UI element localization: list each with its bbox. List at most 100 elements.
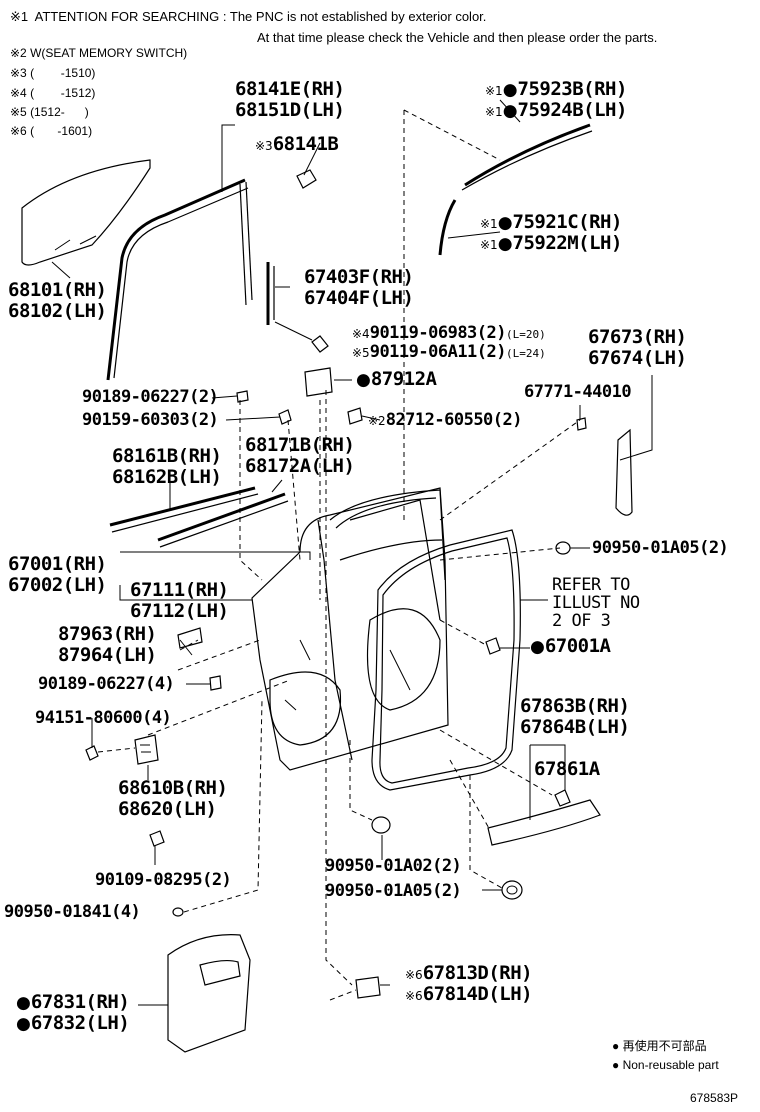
part-label-75921c: 75921C(RH) [512,211,623,233]
part-label-75924b-row: ※1●75924B(LH) [485,101,627,120]
pad-part [177,627,203,649]
note-mark: ※4 [352,327,370,341]
pad-part-2 [355,976,381,999]
part-label-90119a: 90119-06983(2) [369,323,507,343]
door-weatherstrip-part [371,529,521,791]
screw-part-2 [278,409,292,425]
refer-note-line-3: 2 OF 3 [552,611,611,631]
note-5: ※5 (1512- ) [10,105,89,119]
note-6: ※6 ( -1601) [10,124,93,138]
part-label-67832-row: ●67832(LH) [16,1012,130,1034]
part-label-68141b-row: ※368141B [255,133,339,155]
part-label-68162b: 68162B(LH) [112,466,222,488]
part-label-90119b-row: ※590119-06A11(2)(L=24) [352,344,546,361]
frame-seal-part [266,262,275,325]
part-label-68101: 68101(RH) [8,279,107,301]
switch-part [304,367,333,397]
window-glass-part [21,159,151,266]
upper-moulding-part [461,123,593,191]
plug-part-2 [371,816,391,834]
legend-en-text: Non-reusable part [622,1058,719,1072]
note-mark: ※1 [480,217,498,231]
part-label-67771: 67771-44010 [524,382,632,402]
part-label-90109: 90109-08295(2) [95,870,232,890]
note-mark: ※3 [255,139,273,153]
part-label-67864b: 67864B(LH) [520,716,630,738]
part-label-82712: 82712-60550(2) [385,410,523,430]
clip-part-5 [576,417,587,431]
legend-jp-row: ● 再使用不可部品 [612,1040,707,1052]
note-1-line-2: At that time please check the Vehicle an… [257,30,658,45]
part-label-68151d: 68151D(LH) [235,99,345,121]
part-label-75921c-row: ※1●75921C(RH) [480,213,622,232]
non-reusable-dot-icon: ● [16,1014,31,1034]
connector-part [347,407,363,425]
note-mark: ※5 [352,346,370,360]
non-reusable-dot-icon: ● [502,80,518,100]
note-mark: ※1 [485,105,503,119]
part-label-87912a-row: ●87912A [356,370,437,390]
part-label-68141b: 68141B [272,133,339,155]
part-label-90119a-row: ※490119-06983(2)(L=20) [352,325,546,342]
non-reusable-dot-icon: ● [530,637,545,657]
clip-part-4 [209,675,222,691]
figure-id: 678583P [690,1091,739,1105]
note-mark: ※1 [485,84,503,98]
belt-moulding-outer-part [109,486,259,533]
non-reusable-dot-icon: ● [612,1058,623,1072]
note-mark: ※2 [368,414,386,428]
part-label-67814d: 67814D(LH) [422,983,533,1005]
part-label-67814d-row: ※667814D(LH) [405,983,533,1005]
refer-note-line-2: ILLUST NO [552,593,640,613]
legend-jp-text: 再使用不可部品 [622,1039,707,1053]
part-label-67832: 67832(LH) [30,1012,130,1034]
part-label-82712-row: ※282712-60550(2) [368,410,523,430]
non-reusable-dot-icon: ● [356,370,371,390]
part-note: (L=20) [506,328,546,341]
part-label-67001a-row: ●67001A [530,637,611,657]
moulding-part [487,789,601,846]
door-panel-part [251,487,449,771]
part-label-67404f: 67404F(LH) [304,287,414,309]
part-label-90159: 90159-60303(2) [82,410,219,430]
part-label-90950d: 90950-01841(4) [4,902,141,922]
leader-lines [51,99,653,1006]
note-2: ※2 W(SEAT MEMORY SWITCH) [10,46,188,60]
bolt-part [85,730,99,761]
non-reusable-dot-icon: ● [497,234,513,254]
part-label-90119b: 90119-06A11(2) [369,342,507,362]
part-label-67674: 67674(LH) [588,347,687,369]
part-label-90950a: 90950-01A05(2) [592,538,729,558]
part-note: (L=24) [506,347,546,360]
part-label-67813d-row: ※667813D(RH) [405,964,533,983]
note-4: ※4 ( -1512) [10,86,96,100]
part-label-67861a: 67861A [534,758,600,780]
plug-part-4 [172,907,184,917]
clip-part-3 [236,390,249,403]
part-label-67111: 67111(RH) [130,579,229,601]
screw-part [274,321,329,353]
part-label-68172a: 68172A(LH) [245,455,355,477]
door-frame-part [329,489,446,581]
dashed-reference-lines [97,109,581,1001]
note-mark: ※6 [405,989,423,1003]
belt-moulding-inner-part [157,492,289,548]
part-label-68171b: 68171B(RH) [245,434,355,456]
part-label-87964: 87964(LH) [58,644,157,666]
non-reusable-dot-icon: ● [612,1039,623,1053]
part-label-90189a: 90189-06227(2) [82,387,219,407]
part-label-87963: 87963(RH) [58,623,157,645]
part-label-90189b: 90189-06227(4) [38,674,175,694]
part-label-67831-row: ●67831(RH) [16,993,130,1013]
part-label-68161b: 68161B(RH) [112,445,222,467]
legend-en-row: ● Non-reusable part [612,1059,719,1071]
non-reusable-dot-icon: ● [497,213,513,233]
note-3: ※3 ( -1510) [10,66,96,80]
non-reusable-dot-icon: ● [16,993,31,1013]
clip-part-2 [485,637,501,655]
part-label-75924b: 75924B(LH) [517,99,628,121]
hinge-part [134,734,159,765]
note-mark: ※6 [405,968,423,982]
clip-part [296,169,317,189]
